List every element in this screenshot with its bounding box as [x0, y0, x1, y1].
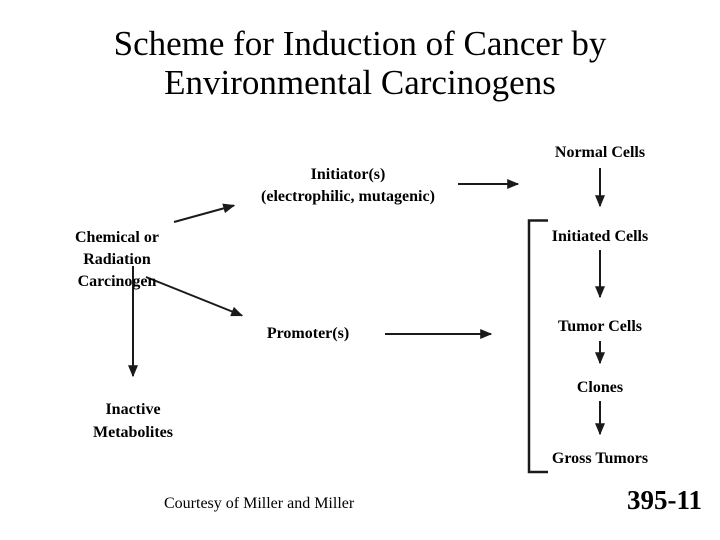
title-line-1: Scheme for Induction of Cancer by — [113, 24, 607, 63]
title-line-2: Environmental Carcinogens — [164, 63, 556, 102]
inactive-line-2: Metabolites — [93, 424, 173, 441]
node-initiated-cells: Initiated Cells — [551, 228, 649, 245]
node-chemical-radiation-carcinogen: Chemical or Radiation Carcinogen — [52, 227, 182, 293]
initiator-subtitle: (electrophilic, mutagenic) — [261, 188, 435, 205]
carcinogen-line-3: Carcinogen — [77, 273, 157, 290]
arrow-carcinogen-to-initiator — [173, 203, 236, 223]
page-title: Scheme for Induction of Cancer by Enviro… — [0, 24, 720, 102]
carcinogen-line-2: Radiation — [83, 251, 151, 268]
arrow-carcinogen-to-promoter — [145, 276, 244, 317]
progression-bracket — [527, 219, 548, 474]
initiator-title: Initiator(s) — [310, 166, 386, 183]
inactive-line-1: Inactive — [105, 401, 161, 418]
node-tumor-cells: Tumor Cells — [557, 318, 642, 335]
node-promoter: Promoter(s) — [266, 325, 350, 342]
node-clones: Clones — [576, 379, 624, 396]
slide-number: 395-11 — [626, 485, 702, 515]
node-normal-cells: Normal Cells — [554, 144, 646, 161]
node-inactive-metabolites: Inactive Metabolites — [70, 398, 196, 444]
courtesy-credit: Courtesy of Miller and Miller — [164, 495, 355, 512]
node-initiator: Initiator(s) (electrophilic, mutagenic) — [228, 164, 468, 208]
carcinogen-line-1: Chemical or — [75, 229, 159, 246]
node-gross-tumors: Gross Tumors — [551, 450, 649, 467]
